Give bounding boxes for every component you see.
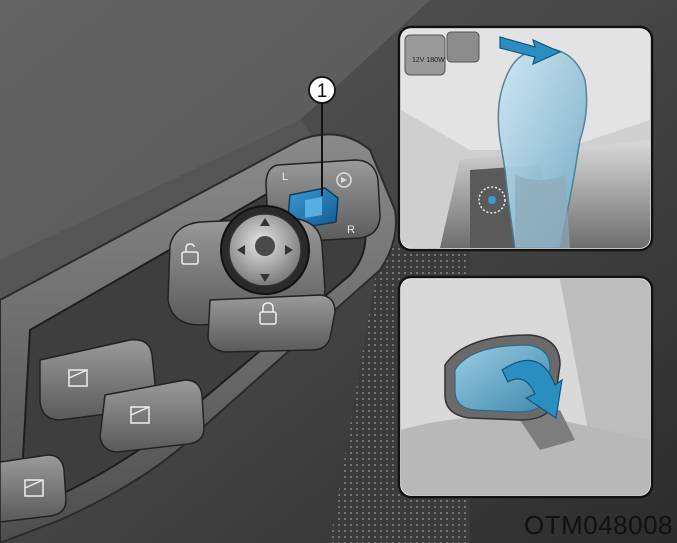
door-lock-icon <box>259 302 277 325</box>
window-switch-group <box>0 339 205 523</box>
door-unlock-icon[interactable] <box>181 243 199 265</box>
socket-label: 12V 180W <box>412 57 445 64</box>
push-arrow-icon <box>499 36 562 66</box>
door-upper-surface <box>0 0 430 260</box>
mirror-fold-icon <box>336 172 352 188</box>
callout-number: 1 <box>317 81 328 102</box>
mirror-joystick-icon <box>237 218 293 282</box>
joystick-center <box>255 236 275 256</box>
inset-mirror <box>397 275 654 499</box>
fold-arrow-icon <box>501 359 563 420</box>
window-switch-rear-left[interactable] <box>0 454 67 523</box>
switch-label-left: L <box>282 171 288 183</box>
window-switch-icon <box>68 369 88 387</box>
window-switch-front-right[interactable] <box>99 379 205 453</box>
switch-label-right: R <box>347 224 355 236</box>
window-switch-icon <box>24 479 44 497</box>
window-switch-icon <box>130 406 150 424</box>
callout-circle <box>308 76 336 104</box>
inset-shifter: 12V 180W <box>397 25 654 252</box>
selector-highlight <box>305 197 322 218</box>
figure-code: OTM048008 <box>523 510 673 540</box>
